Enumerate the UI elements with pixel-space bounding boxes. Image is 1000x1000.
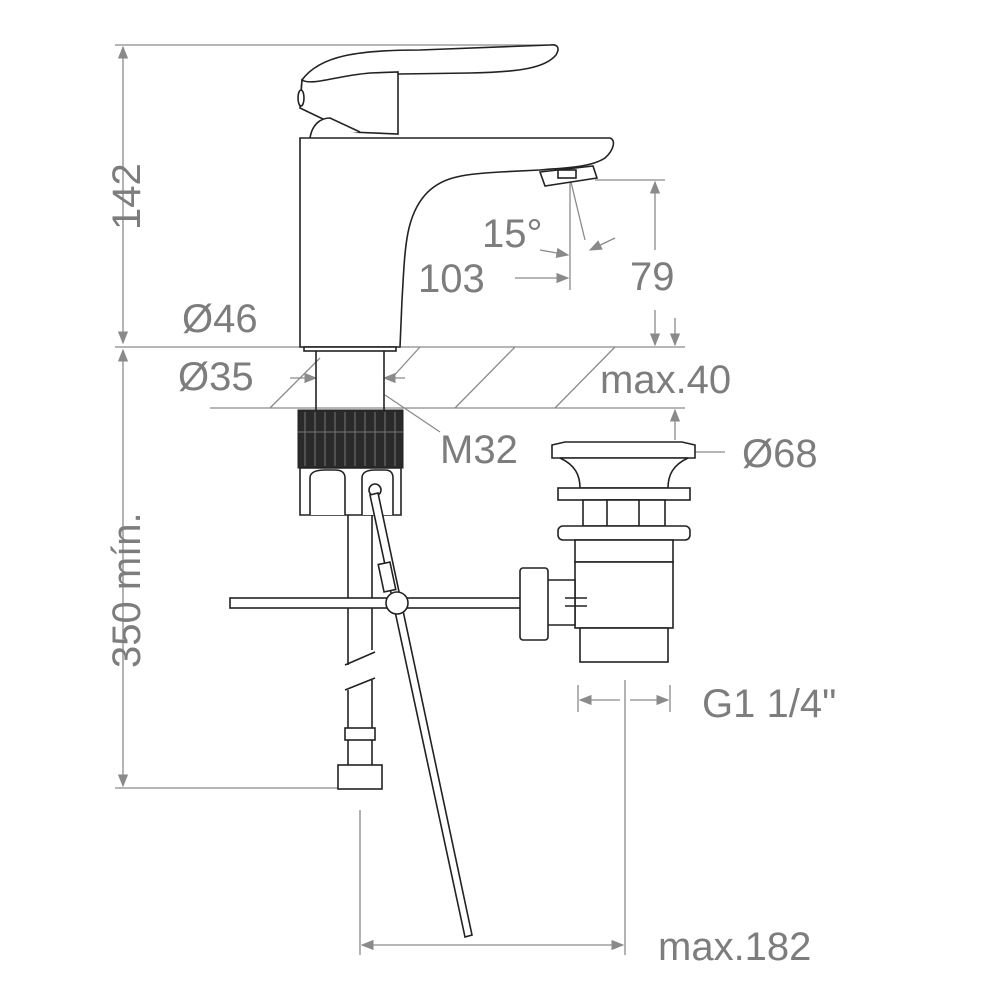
label-max182: max.182 xyxy=(658,925,811,969)
label-103: 103 xyxy=(418,257,485,301)
dimension-labels: 142 350 mín. 15° 103 79 Ø46 Ø35 max.40 M… xyxy=(105,163,836,969)
faucet-body xyxy=(297,44,615,410)
label-d68: Ø68 xyxy=(742,432,818,476)
pop-up-waste xyxy=(519,441,696,663)
label-142: 142 xyxy=(105,163,149,230)
label-15-deg: 15° xyxy=(482,212,543,256)
label-max40: max.40 xyxy=(600,358,731,402)
label-79: 79 xyxy=(630,255,675,299)
fixing-nut xyxy=(297,409,404,516)
pop-up-rod xyxy=(229,591,523,615)
label-350-min: 350 mín. xyxy=(105,512,149,668)
label-g114: G1 1/4" xyxy=(702,682,836,726)
label-m32: M32 xyxy=(440,428,518,472)
label-d35: Ø35 xyxy=(178,355,254,399)
label-d46: Ø46 xyxy=(182,297,258,341)
supply-hose xyxy=(337,492,473,939)
